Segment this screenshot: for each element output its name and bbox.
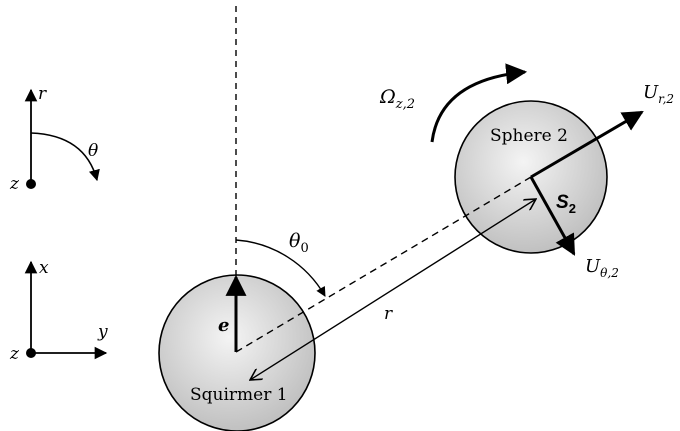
dot-icon <box>26 348 36 358</box>
y-axis-label: y <box>97 322 108 342</box>
r-distance-arrow <box>250 199 536 380</box>
z-top-label: z <box>9 174 20 194</box>
theta0-arc <box>235 239 326 297</box>
dot-icon <box>26 179 36 189</box>
theta-axis-label: θ <box>88 141 98 161</box>
omega-z2-label: Ωz,2 <box>379 86 415 112</box>
u-theta2-arrow <box>529 176 576 256</box>
r-axis-label: r <box>38 84 47 104</box>
s2-label: S2 <box>556 192 576 216</box>
x-axis-label: x <box>39 258 49 278</box>
theta-axis-arc <box>30 132 100 182</box>
r-distance-label: r <box>384 304 393 324</box>
theta0-label: θ0 <box>289 230 309 256</box>
u-r2-arrow <box>530 110 644 179</box>
u-theta2-label: Uθ,2 <box>585 256 619 280</box>
squirmer-1-label: Squirmer 1 <box>190 385 288 405</box>
omega-rotation-arc <box>430 63 528 143</box>
sphere-2-label: Sphere 2 <box>490 126 568 146</box>
z-bottom-label: z <box>9 344 20 364</box>
u-r2-label: Ur,2 <box>643 82 674 106</box>
center-line-dashed <box>235 176 532 353</box>
e-vector-label: e <box>218 315 229 336</box>
